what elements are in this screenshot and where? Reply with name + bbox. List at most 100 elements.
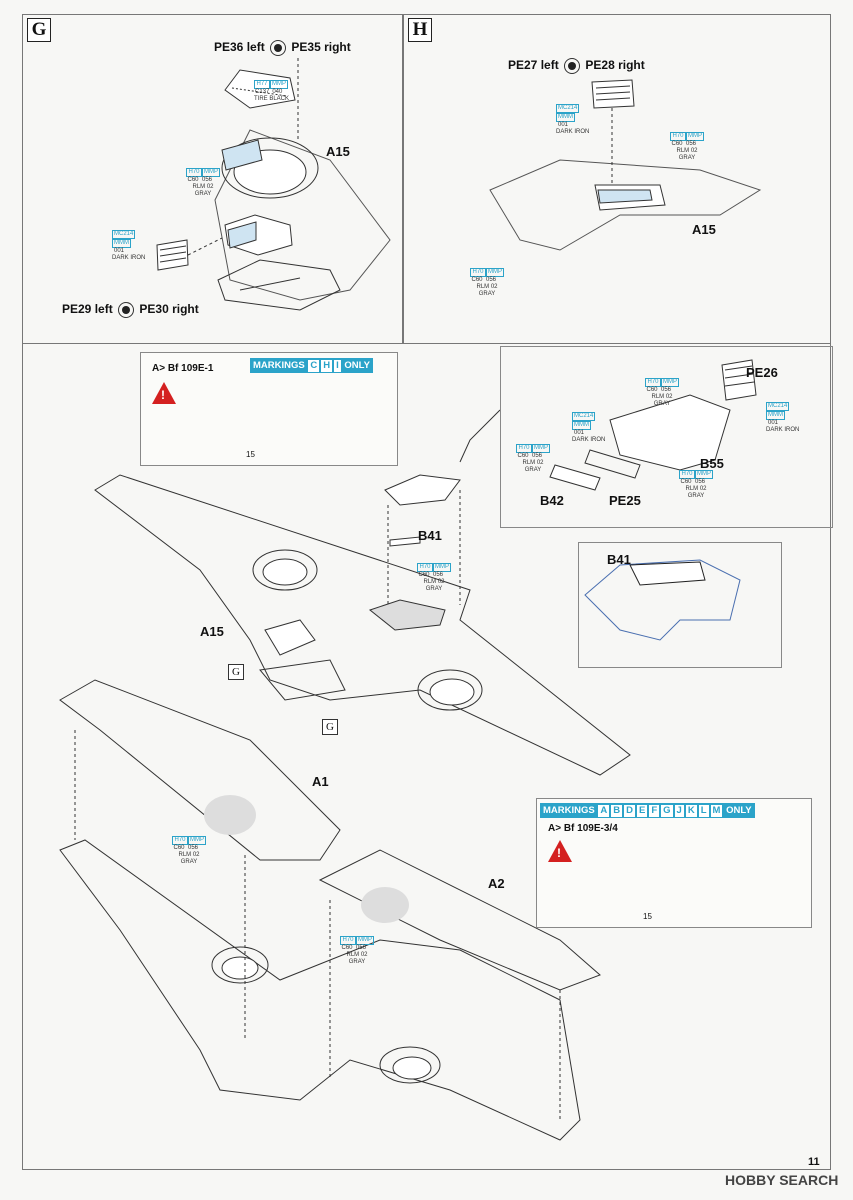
paint-code: C60 (671, 141, 683, 147)
paint-name: RLM 02 (192, 184, 214, 190)
part-label-b41: B41 (418, 528, 442, 543)
paint-code: MMP (695, 470, 713, 479)
marking-letter: B (611, 805, 623, 817)
paint-code: MMM (766, 411, 785, 420)
paint-name: RLM 02 (685, 486, 707, 492)
paint-name: DARK IRON (766, 427, 800, 433)
paint-code: 056 (187, 845, 198, 851)
marking-letter: L (698, 805, 709, 817)
step-letter-g: G (27, 18, 51, 42)
paint-code: MMP (486, 268, 504, 277)
paint-callout: MC214 MMM 001 DARK IRON (556, 104, 589, 136)
paint-code: MC214 (556, 104, 580, 113)
warning-icon (152, 382, 176, 404)
paint-code: C60 (517, 453, 529, 459)
paint-code: 040 (272, 89, 283, 95)
mirror-icon (118, 302, 135, 318)
paint-name: GRAY (678, 155, 696, 161)
step-letter-h: H (408, 18, 432, 42)
g-bottom-left-text: PE29 left (62, 302, 113, 317)
marking-letter: K (685, 805, 697, 817)
paint-code: 001 (113, 248, 124, 254)
g-bottom-right-text: PE30 right (139, 302, 199, 317)
page-number: 11 (808, 1156, 820, 1168)
paint-code: H70 (670, 132, 686, 141)
paint-callout: MC214 MMM 001 DARK IRON (572, 412, 605, 444)
marking-letter: I (334, 360, 341, 372)
paint-code: C60 (471, 277, 483, 283)
part-label-a15: A15 (200, 624, 224, 639)
paint-name: RLM 02 (676, 148, 698, 154)
marking-letter: J (674, 805, 684, 817)
paint-code: C60 (187, 177, 199, 183)
detail-box (500, 346, 833, 528)
variant-label: A> Bf 109E-1 (152, 363, 214, 374)
paint-code: MC214 (112, 230, 136, 239)
paint-code: C60 (418, 572, 430, 578)
main-step-panel (22, 344, 831, 1170)
paint-code: H70 (516, 444, 532, 453)
part-label-pe25: PE25 (609, 493, 641, 508)
paint-code: 001 (557, 122, 568, 128)
step-g-panel (22, 14, 403, 344)
paint-code: 056 (432, 572, 443, 578)
paint-code: H70 (470, 268, 486, 277)
callout-number: 15 (643, 912, 652, 921)
paint-callout: MC214 MMM 001 DARK IRON (112, 230, 145, 262)
inset-box-b41 (578, 542, 782, 668)
paint-code: C137 (255, 89, 270, 95)
paint-code: MMP (356, 936, 374, 945)
part-label-b55: B55 (700, 456, 724, 471)
paint-name: RLM 02 (346, 952, 368, 958)
paint-code: 056 (355, 945, 366, 951)
paint-code: H70 (186, 168, 202, 177)
g-top-right-text: PE35 right (291, 40, 351, 55)
paint-name: GRAY (194, 191, 212, 197)
paint-code: 056 (685, 141, 696, 147)
h-top-right-text: PE28 right (585, 58, 645, 73)
paint-code: H70 (340, 936, 356, 945)
marking-letter: F (649, 805, 660, 817)
paint-code: 056 (485, 277, 496, 283)
paint-name: RLM 02 (522, 460, 544, 466)
part-label-b42: B42 (540, 493, 564, 508)
paint-name: RLM 02 (423, 579, 445, 585)
paint-code: 056 (694, 479, 705, 485)
paint-code: MMM (112, 239, 131, 248)
paint-name: DARK IRON (556, 129, 590, 135)
g-top-label: PE36 left PE35 right (214, 40, 351, 56)
paint-code: MMP (532, 444, 550, 453)
step-ref-g: G (322, 719, 338, 735)
paint-code: MC214 (766, 402, 790, 411)
paint-name: DARK IRON (572, 437, 606, 443)
paint-name: GRAY (478, 291, 496, 297)
paint-name: GRAY (348, 959, 366, 965)
paint-name: GRAY (687, 493, 705, 499)
markings-suffix: ONLY (344, 360, 370, 371)
paint-code: 001 (573, 430, 584, 436)
paint-code: C60 (341, 945, 353, 951)
paint-name: TIRE BLACK (254, 96, 290, 102)
paint-code: H70 (645, 378, 661, 387)
watermark: HOBBY SEARCH (725, 1172, 839, 1188)
paint-name: RLM 02 (651, 394, 673, 400)
paint-name: GRAY (524, 467, 542, 473)
paint-name: DARK IRON (112, 255, 146, 261)
paint-code: MMP (661, 378, 679, 387)
paint-code: 056 (531, 453, 542, 459)
marking-letter: A (598, 805, 610, 817)
marking-letter: G (661, 805, 673, 817)
part-label-a2: A2 (488, 876, 505, 891)
mirror-icon (564, 58, 581, 74)
paint-code: MMM (556, 113, 575, 122)
marking-letter: H (321, 360, 333, 372)
variant-label: A> Bf 109E-3/4 (548, 823, 618, 834)
